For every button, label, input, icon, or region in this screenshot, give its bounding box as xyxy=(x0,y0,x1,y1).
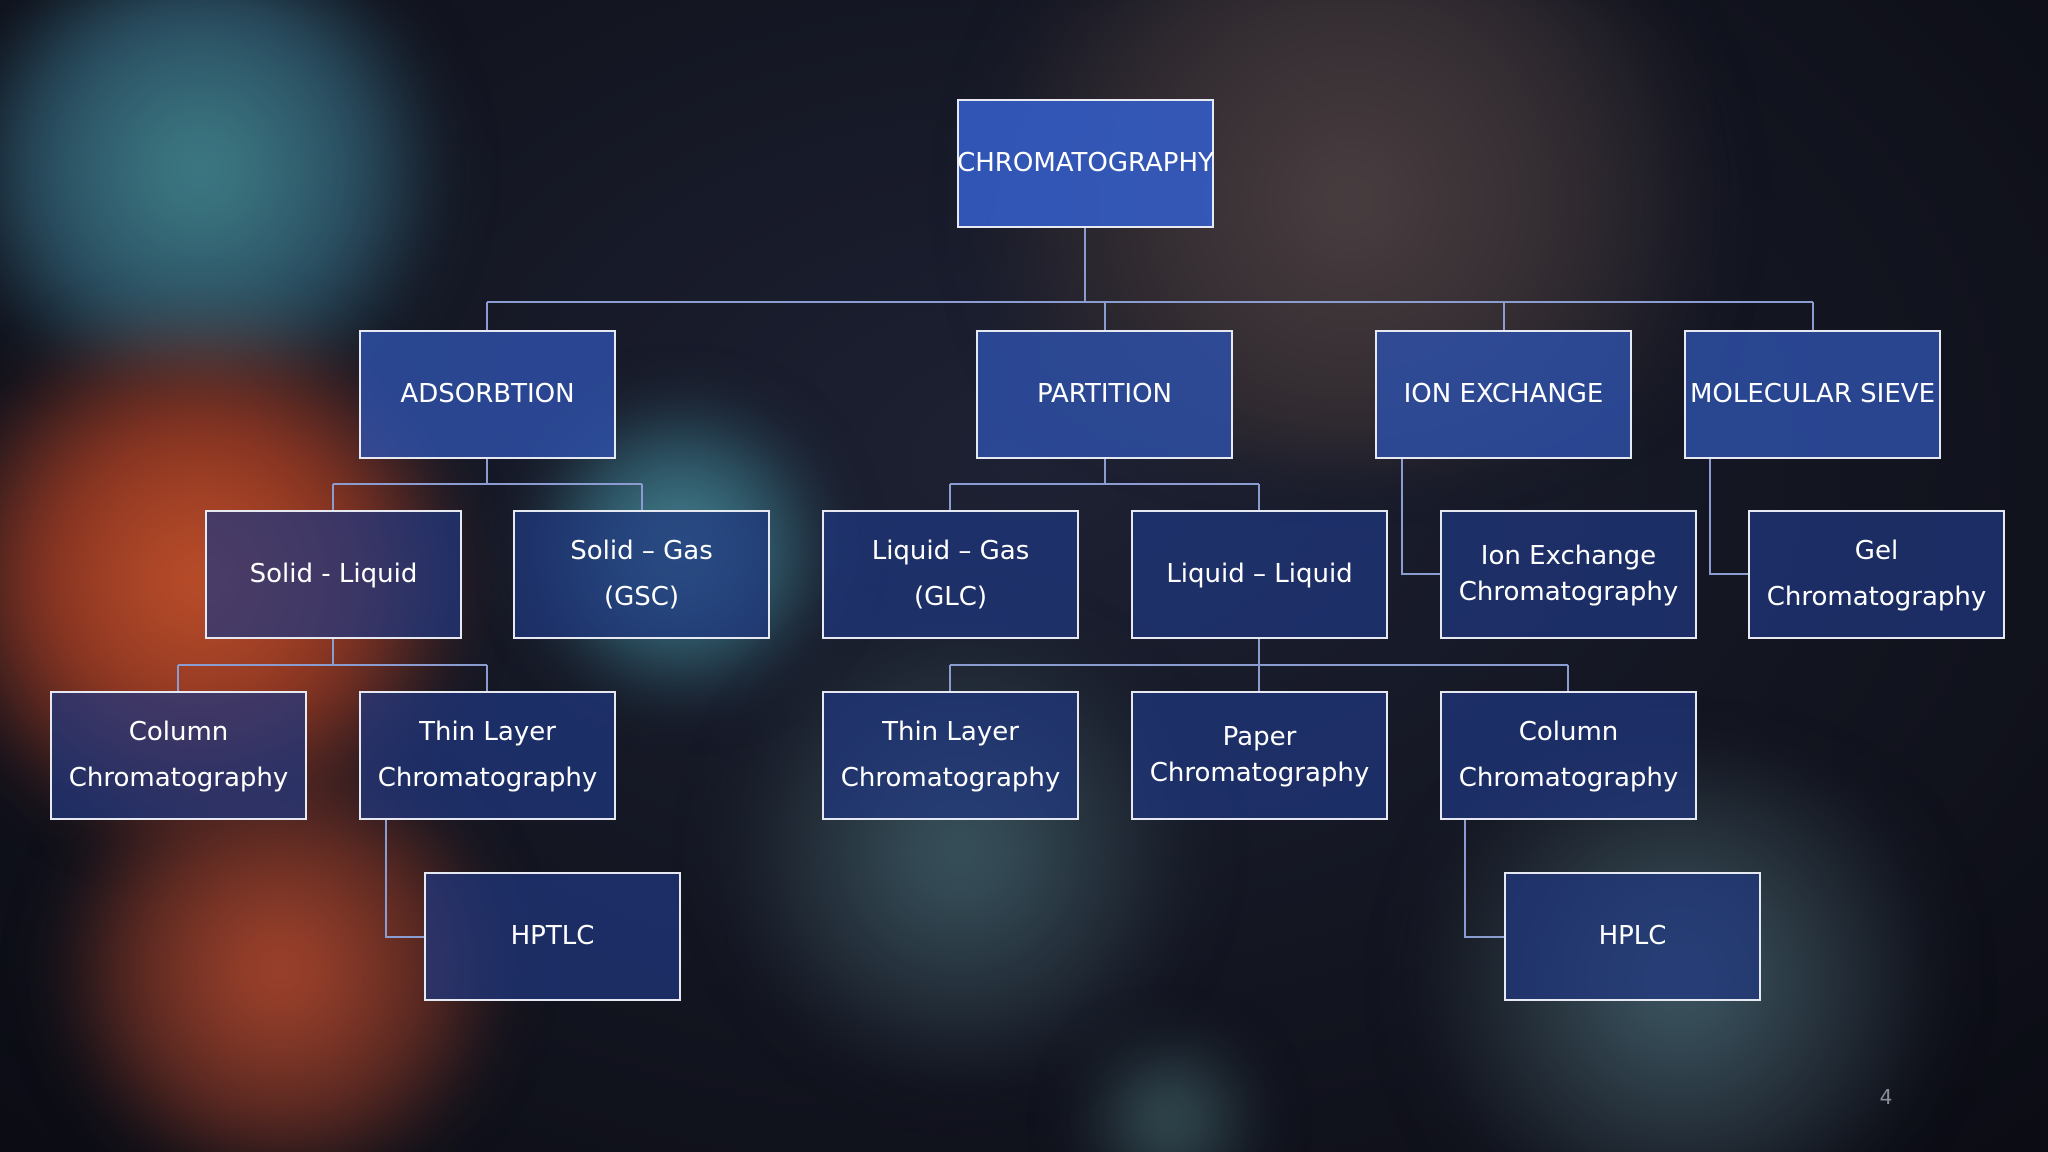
node-label: Solid - Liquid xyxy=(249,558,418,589)
node-hptlc[interactable]: HPTLC xyxy=(424,872,681,1001)
node-label: HPTLC xyxy=(510,920,595,951)
node-label: Thin Layer Chromatography xyxy=(377,717,598,793)
node-label: ADSORBTION xyxy=(400,378,575,409)
node-label: Paper Chromatography xyxy=(1149,722,1370,788)
node-paper-chromatography[interactable]: Paper Chromatography xyxy=(1131,691,1388,820)
node-label: CHROMATOGRAPHY xyxy=(957,147,1214,178)
node-label: Gel Chromatography xyxy=(1766,536,1987,612)
node-chromatography[interactable]: CHROMATOGRAPHY xyxy=(957,99,1214,228)
node-column-chromatography-adsorption[interactable]: Column Chromatography xyxy=(50,691,307,820)
node-label: Solid – Gas (GSC) xyxy=(570,536,713,612)
node-ion-exchange[interactable]: ION EXCHANGE xyxy=(1375,330,1632,459)
node-adsorbtion[interactable]: ADSORBTION xyxy=(359,330,616,459)
node-molecular-sieve[interactable]: MOLECULAR SIEVE xyxy=(1684,330,1941,459)
node-partition[interactable]: PARTITION xyxy=(976,330,1233,459)
node-label: ION EXCHANGE xyxy=(1403,378,1604,409)
node-solid-liquid[interactable]: Solid - Liquid xyxy=(205,510,462,639)
node-hplc[interactable]: HPLC xyxy=(1504,872,1761,1001)
node-thin-layer-chromatography-partition[interactable]: Thin Layer Chromatography xyxy=(822,691,1079,820)
node-label: HPLC xyxy=(1598,920,1667,951)
node-solid-gas[interactable]: Solid – Gas (GSC) xyxy=(513,510,770,639)
page-number: 4 xyxy=(1879,1085,1893,1109)
node-label: Liquid – Gas (GLC) xyxy=(871,536,1030,612)
node-thin-layer-chromatography-adsorption[interactable]: Thin Layer Chromatography xyxy=(359,691,616,820)
node-column-chromatography-partition[interactable]: Column Chromatography xyxy=(1440,691,1697,820)
node-liquid-liquid[interactable]: Liquid – Liquid xyxy=(1131,510,1388,639)
node-ion-exchange-chromatography[interactable]: Ion Exchange Chromatography xyxy=(1440,510,1697,639)
node-label: PARTITION xyxy=(1037,378,1172,409)
node-label: Column Chromatography xyxy=(1458,717,1679,793)
node-label: Liquid – Liquid xyxy=(1166,558,1353,589)
node-gel-chromatography[interactable]: Gel Chromatography xyxy=(1748,510,2005,639)
node-label: MOLECULAR SIEVE xyxy=(1689,378,1935,409)
node-label: Ion Exchange Chromatography xyxy=(1458,541,1679,607)
node-label: Thin Layer Chromatography xyxy=(840,717,1061,793)
node-liquid-gas[interactable]: Liquid – Gas (GLC) xyxy=(822,510,1079,639)
node-label: Column Chromatography xyxy=(68,717,289,793)
